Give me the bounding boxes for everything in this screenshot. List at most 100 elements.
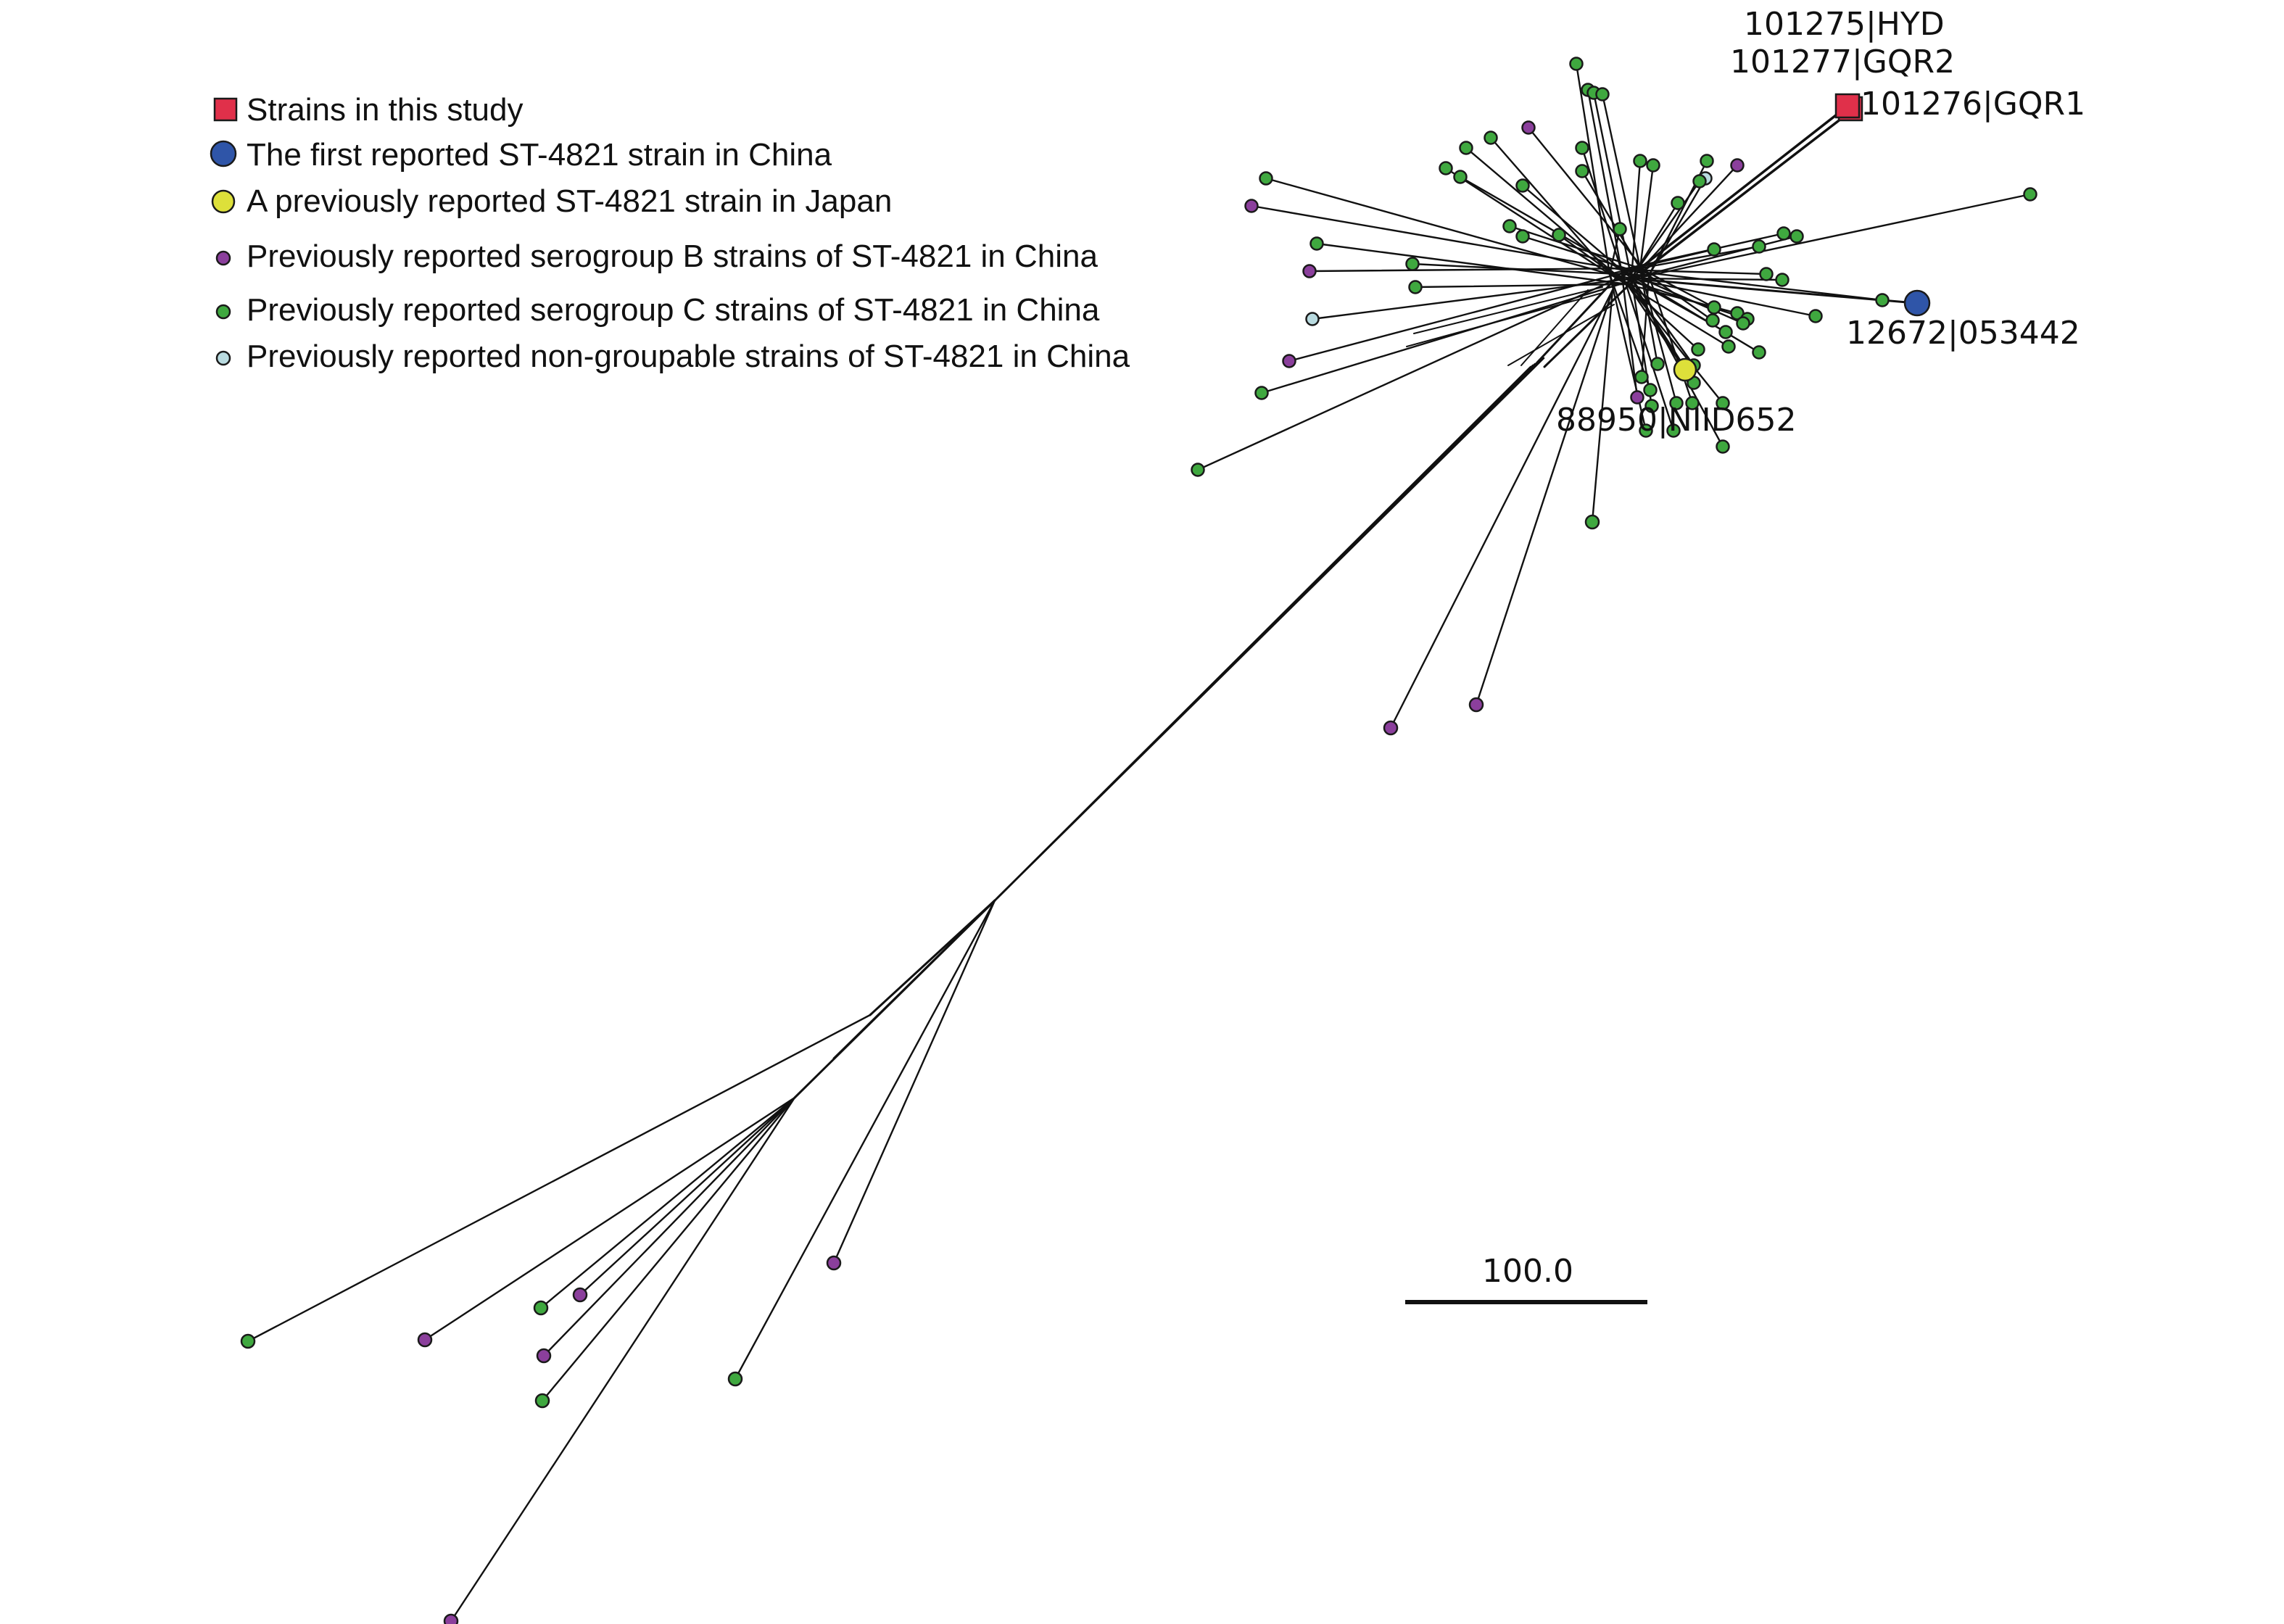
legend-study-label: Strains in this study: [247, 92, 524, 128]
cluster-edge: [1639, 267, 1678, 405]
label-88950-niid652: 88950|NIID652: [1556, 402, 1797, 439]
cluster-edge: [1196, 267, 1642, 471]
legend-serogroup-b-label: Previously reported serogroup B strains …: [247, 239, 1098, 274]
legend-japan-label: A previously reported ST-4821 strain in …: [247, 183, 892, 219]
legend-non-groupable-label: Previously reported non-groupable strain…: [247, 339, 1130, 374]
legend-non-groupable-marker: [215, 350, 231, 366]
serogroup-c-strain-node: [1650, 357, 1665, 371]
serogroup-c-strain-node: [1439, 161, 1453, 175]
serogroup-b-strain-node: [1468, 697, 1484, 713]
serogroup-c-strain-node: [1515, 229, 1530, 244]
serogroup-c-strain-node: [1502, 219, 1517, 233]
non-groupable-strain-node: [1305, 312, 1320, 326]
trunk-edge: [1543, 274, 1640, 368]
strain-labels: 101275|HYD 101277|GQR2 101276|GQR1 12672…: [1556, 6, 2085, 439]
serogroup-c-strain-node: [1613, 222, 1627, 236]
serogroup-c-strain-node: [1752, 345, 1766, 360]
serogroup-c-strain-node: [1575, 141, 1589, 155]
network-nodes: [240, 57, 2037, 1624]
cluster-edge: [1521, 184, 1633, 280]
serogroup-c-strain-node: [1685, 396, 1700, 410]
branch-edge: [832, 899, 996, 1264]
cluster-edge: [1575, 62, 1611, 276]
serogroup-c-strain-node: [1716, 396, 1730, 410]
legend-china-first-marker: [210, 140, 237, 167]
serogroup-c-strain-node: [240, 1333, 256, 1349]
serogroup-c-strain-node: [1789, 229, 1804, 244]
branch-edge: [579, 1096, 796, 1296]
trunk-edge: [1520, 289, 1589, 366]
scale-bar: 100.0: [1405, 1253, 1647, 1304]
cluster-edge: [1581, 170, 1642, 270]
serogroup-c-strain-node: [1666, 423, 1681, 438]
japan-strain-edge: [1630, 283, 1687, 370]
trunk-edge: [998, 357, 1545, 898]
legend-japan-marker: [211, 189, 236, 214]
serogroup-c-strain-node: [2023, 187, 2037, 202]
serogroup-c-strain-node: [1707, 300, 1721, 315]
branch-edge: [539, 1096, 796, 1309]
serogroup-b-strain-node: [443, 1613, 459, 1624]
serogroup-c-strain-node: [1669, 396, 1684, 410]
study-strain-edge: [1642, 110, 1852, 273]
serogroup-c-strain-node: [533, 1300, 549, 1316]
legend: Strains in this study The first reported…: [210, 92, 1130, 374]
cluster-edge: [1288, 267, 1642, 362]
label-101276-gqr1: 101276|GQR1: [1861, 86, 2085, 123]
serogroup-c-strain-node: [727, 1371, 743, 1387]
cluster-edge: [1586, 88, 1623, 271]
serogroup-c-strain-node: [1700, 154, 1714, 168]
serogroup-c-strain-node: [1254, 386, 1269, 400]
serogroup-c-strain-node: [1552, 228, 1566, 242]
serogroup-c-strain-node: [1752, 239, 1766, 254]
serogroup-c-strain-node: [1569, 57, 1584, 71]
legend-study-marker: [213, 97, 238, 122]
branch-edge: [734, 899, 996, 1380]
serogroup-c-strain-node: [1405, 257, 1420, 271]
cluster-edge: [1647, 193, 2032, 277]
serogroup-c-strain-node: [1776, 226, 1791, 241]
serogroup-c-strain-node: [1595, 87, 1610, 102]
serogroup-c-strain-node: [534, 1393, 550, 1409]
label-101275-hyd: 101275|HYD: [1744, 6, 1945, 43]
cluster-edge: [1639, 267, 1716, 309]
serogroup-c-strain-node: [1692, 174, 1707, 188]
cluster-edge: [1250, 204, 1623, 271]
china-strain-edge: [1643, 278, 1917, 304]
serogroup-c-strain-node: [1736, 316, 1750, 331]
cluster-edge: [1620, 268, 1639, 399]
serogroup-c-strain-node: [1309, 236, 1324, 251]
serogroup-b-strain-node: [1521, 120, 1536, 135]
scale-bar-label: 100.0: [1482, 1253, 1573, 1290]
serogroup-c-strain-node: [1191, 463, 1205, 477]
branch-edge: [1389, 289, 1614, 729]
serogroup-c-strain-node: [1643, 383, 1658, 397]
branch-edge: [542, 1096, 796, 1357]
legend-serogroup-b-marker: [215, 250, 231, 266]
serogroup-c-strain-node: [1575, 164, 1589, 178]
serogroup-b-strain-node: [1244, 199, 1259, 213]
serogroup-c-strain-node: [1691, 342, 1705, 357]
cluster-edge: [1414, 283, 1629, 289]
serogroup-c-strain-node: [1875, 293, 1890, 307]
legend-serogroup-c-marker: [215, 304, 231, 320]
cluster-edge: [1639, 164, 1655, 270]
serogroup-b-strain-node: [1730, 158, 1745, 173]
serogroup-c-strain-node: [1259, 171, 1273, 186]
serogroup-b-strain-node: [1630, 390, 1644, 405]
cluster-edge: [1608, 228, 1621, 276]
serogroup-c-strain-node: [1716, 439, 1730, 454]
branch-edge: [1475, 289, 1614, 706]
legend-serogroup-c-label: Previously reported serogroup C strains …: [247, 292, 1100, 328]
serogroup-c-strain-node: [1759, 267, 1774, 281]
serogroup-c-strain-node: [1639, 423, 1653, 438]
cluster-edge: [1260, 274, 1650, 394]
serogroup-b-strain-node: [536, 1348, 552, 1364]
serogroup-c-strain-node: [1634, 370, 1649, 384]
serogroup-c-strain-node: [1775, 273, 1789, 287]
serogroup-c-strain-node: [1484, 130, 1498, 145]
cluster-edge: [1630, 277, 1695, 367]
serogroup-b-strain-node: [1282, 354, 1296, 368]
serogroup-c-strain-node: [1453, 170, 1468, 184]
